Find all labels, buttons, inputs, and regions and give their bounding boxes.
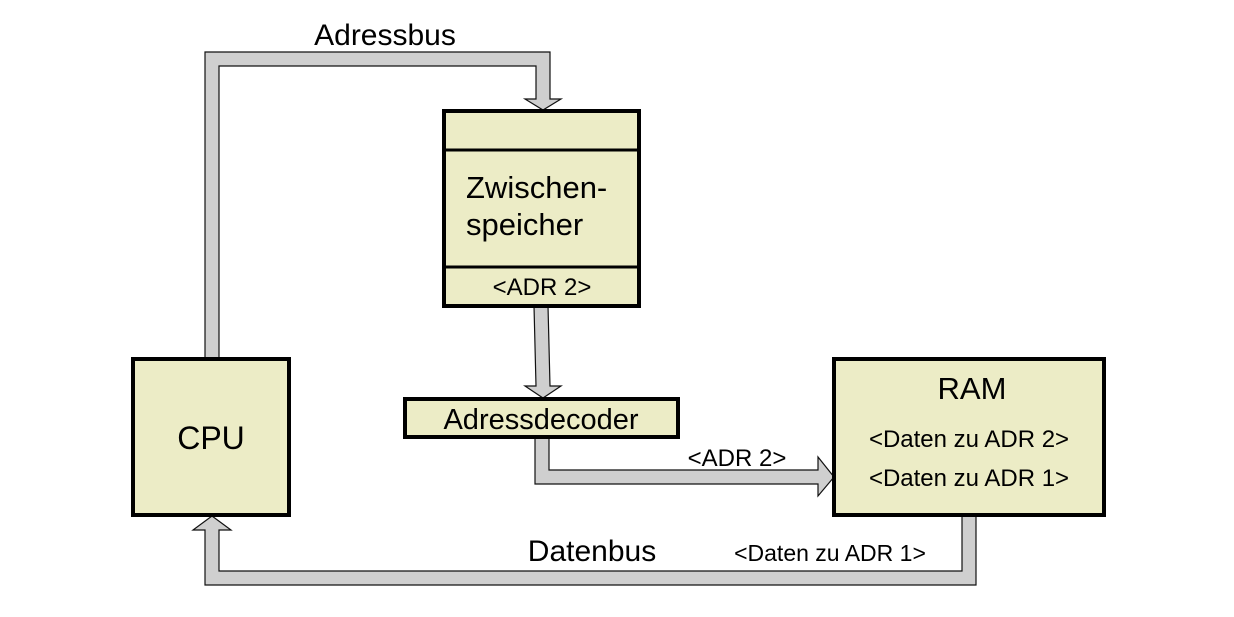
- data-bus: [191, 515, 977, 586]
- latch-block: Zwischen- speicher <ADR 2>: [442, 109, 641, 308]
- decoder-block: Adressdecoder: [403, 397, 680, 439]
- latch-title-line1: Zwischen-: [466, 170, 607, 205]
- decoder-output-label: <ADR 2>: [688, 445, 787, 472]
- decoder-label: Adressdecoder: [443, 404, 638, 436]
- address-bus: [204, 51, 564, 359]
- ram-row: <Daten zu ADR 2>: [869, 426, 1069, 453]
- latch-to-decoder-bus: [523, 305, 563, 399]
- ram-title: RAM: [938, 371, 1007, 406]
- ram-row: <Daten zu ADR 1>: [869, 465, 1069, 492]
- data-bus-value-label: <Daten zu ADR 1>: [734, 540, 926, 566]
- latch-title-line2: speicher: [466, 207, 583, 242]
- latch-stored-address: <ADR 2>: [493, 274, 592, 301]
- cpu-block: CPU: [131, 357, 291, 517]
- decoder-to-ram-bus: [534, 437, 835, 498]
- ram-block: RAM <Daten zu ADR 2> <Daten zu ADR 1>: [832, 357, 1106, 517]
- data-bus-label: Datenbus: [528, 535, 656, 568]
- cpu-label: CPU: [177, 420, 245, 456]
- address-bus-label: Adressbus: [314, 19, 456, 52]
